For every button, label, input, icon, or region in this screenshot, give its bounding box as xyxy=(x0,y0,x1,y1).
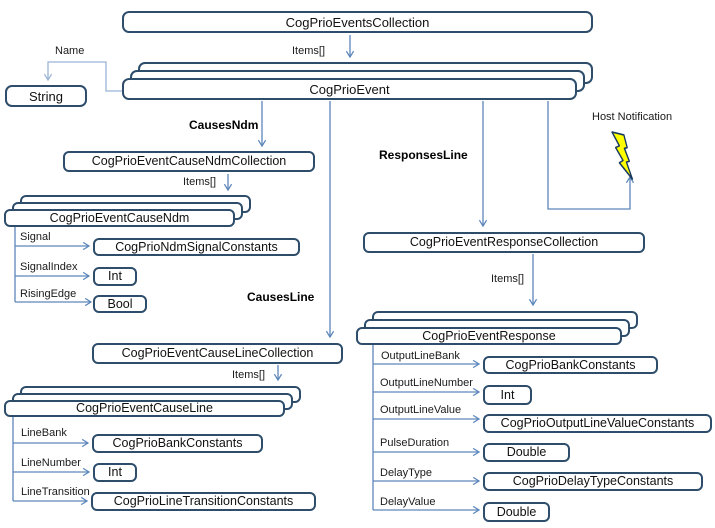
class-double-pulse-duration: Double xyxy=(483,443,570,462)
class-label: CogPrioEventResponse xyxy=(422,328,556,343)
class-label: CogPrioEventCauseNdm xyxy=(49,210,190,225)
class-int-signal-index: Int xyxy=(93,267,137,286)
edge-label-causes-line: CausesLine xyxy=(247,290,315,304)
edge-label-causes-ndm: CausesNdm xyxy=(189,118,259,132)
class-cause-ndm-collection: CogPrioEventCauseNdmCollection xyxy=(63,151,315,172)
edge-label-items-cause-ndm: Items[] xyxy=(183,176,217,188)
class-label: Double xyxy=(496,504,537,519)
class-label: Bool xyxy=(107,296,133,311)
class-label: CogPrioEventResponseCollection xyxy=(409,235,599,250)
class-label: CogPrioDelayTypeConstants xyxy=(512,474,674,489)
class-label: CogPrioOutputLineValueConstants xyxy=(500,416,695,431)
class-label: Int xyxy=(108,269,122,284)
class-bank-constants-cause: CogPrioBankConstants xyxy=(92,434,263,453)
class-string: String xyxy=(5,85,87,107)
property-label-line-bank: LineBank xyxy=(21,427,67,439)
lightning-bolt-icon xyxy=(611,131,634,180)
class-label: Double xyxy=(506,445,547,460)
edge-label-name: Name xyxy=(55,45,85,57)
class-label: CogPrioLineTransitionConstants xyxy=(113,494,294,509)
class-label: CogPrioEventCauseLineCollection xyxy=(121,346,314,361)
property-label-rising-edge: RisingEdge xyxy=(20,288,77,300)
class-bank-constants-response: CogPrioBankConstants xyxy=(483,356,658,374)
property-label-line-number: LineNumber xyxy=(21,457,81,469)
class-output-line-value-constants: CogPrioOutputLineValueConstants xyxy=(483,414,712,433)
edge-label-responses-line: ResponsesLine xyxy=(379,148,468,162)
class-response-collection: CogPrioEventResponseCollection xyxy=(363,232,645,253)
class-cause-line-collection: CogPrioEventCauseLineCollection xyxy=(92,343,343,364)
class-label: CogPrioEventCauseNdmCollection xyxy=(91,154,287,169)
class-label: CogPrioEventCauseLine xyxy=(76,401,213,416)
property-label-signal-index: SignalIndex xyxy=(20,261,78,273)
class-ndm-signal-constants: CogPrioNdmSignalConstants xyxy=(93,238,300,256)
class-label: String xyxy=(29,88,63,104)
property-label-delay-type: DelayType xyxy=(380,467,432,479)
property-label-output-line-number: OutputLineNumber xyxy=(380,377,473,389)
edge-label-host-notification: Host Notification xyxy=(592,111,673,123)
class-cause-ndm: CogPrioEventCauseNdm xyxy=(4,209,235,227)
class-double-delay-value: Double xyxy=(483,502,550,522)
class-line-transition-constants: CogPrioLineTransitionConstants xyxy=(91,492,316,511)
edge-label-items-response: Items[] xyxy=(491,273,525,285)
property-label-output-line-bank: OutputLineBank xyxy=(381,350,460,362)
class-label: CogPrioBankConstants xyxy=(505,357,636,372)
property-label-signal: Signal xyxy=(20,231,51,243)
class-bool-rising-edge: Bool xyxy=(93,295,147,313)
edge-label-items-cause-line: Items[] xyxy=(232,369,266,381)
property-label-output-line-value: OutputLineValue xyxy=(380,404,462,416)
class-label: Int xyxy=(500,387,515,402)
class-label: CogPrioEventsCollection xyxy=(285,14,430,30)
class-delay-type-constants: CogPrioDelayTypeConstants xyxy=(483,472,703,491)
class-int-output-line-number: Int xyxy=(483,385,532,405)
class-label: Int xyxy=(108,465,122,480)
property-label-delay-value: DelayValue xyxy=(380,496,436,508)
class-label: CogPrioEvent xyxy=(309,81,390,97)
edge-label-items-events: Items[] xyxy=(292,45,326,57)
class-events-collection: CogPrioEventsCollection xyxy=(122,11,593,33)
property-label-pulse-duration: PulseDuration xyxy=(380,437,450,449)
class-label: CogPrioNdmSignalConstants xyxy=(115,239,278,254)
class-event: CogPrioEvent xyxy=(122,78,577,100)
class-response: CogPrioEventResponse xyxy=(356,327,622,345)
class-cause-line: CogPrioEventCauseLine xyxy=(4,400,285,417)
class-label: CogPrioBankConstants xyxy=(112,436,243,451)
property-label-line-transition: LineTransition xyxy=(21,486,90,498)
class-int-line-number: Int xyxy=(93,463,137,482)
